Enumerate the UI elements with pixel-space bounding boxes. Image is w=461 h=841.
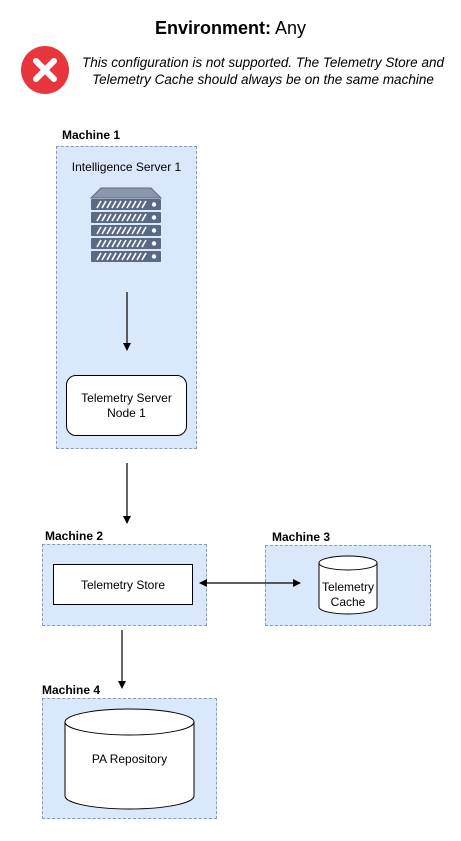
telemetry-store-box: Telemetry Store — [53, 564, 193, 605]
machine-3-label: Machine 3 — [272, 530, 331, 544]
telemetry-cache-line2: Cache — [330, 595, 366, 609]
machine-2-label: Machine 2 — [45, 529, 104, 543]
warning-message: This configuration is not supported. The… — [82, 55, 444, 87]
telemetry-cache-label: Telemetry Cache — [318, 580, 378, 610]
pa-repository-label: PA Repository — [91, 752, 168, 766]
machine-4-label: Machine 4 — [42, 683, 101, 697]
environment-value: Any — [275, 18, 307, 38]
telemetry-server-node-line1: Telemetry Server — [81, 390, 172, 405]
pa-repository-cylinder — [64, 708, 195, 810]
error-x-icon — [20, 45, 70, 95]
telemetry-cache-cylinder — [318, 555, 378, 615]
page-title: Environment: Any — [0, 18, 461, 39]
machine-1-label: Machine 1 — [62, 128, 121, 142]
telemetry-server-node-box: Telemetry Server Node 1 — [66, 375, 187, 436]
telemetry-server-node-line2: Node 1 — [107, 405, 146, 420]
telemetry-store-label: Telemetry Store — [80, 577, 166, 592]
environment-label: Environment: — [154, 18, 271, 38]
intelligence-server-label: Intelligence Server 1 — [71, 160, 182, 174]
server-rack-icon — [89, 186, 165, 266]
telemetry-cache-line1: Telemetry — [321, 580, 374, 594]
